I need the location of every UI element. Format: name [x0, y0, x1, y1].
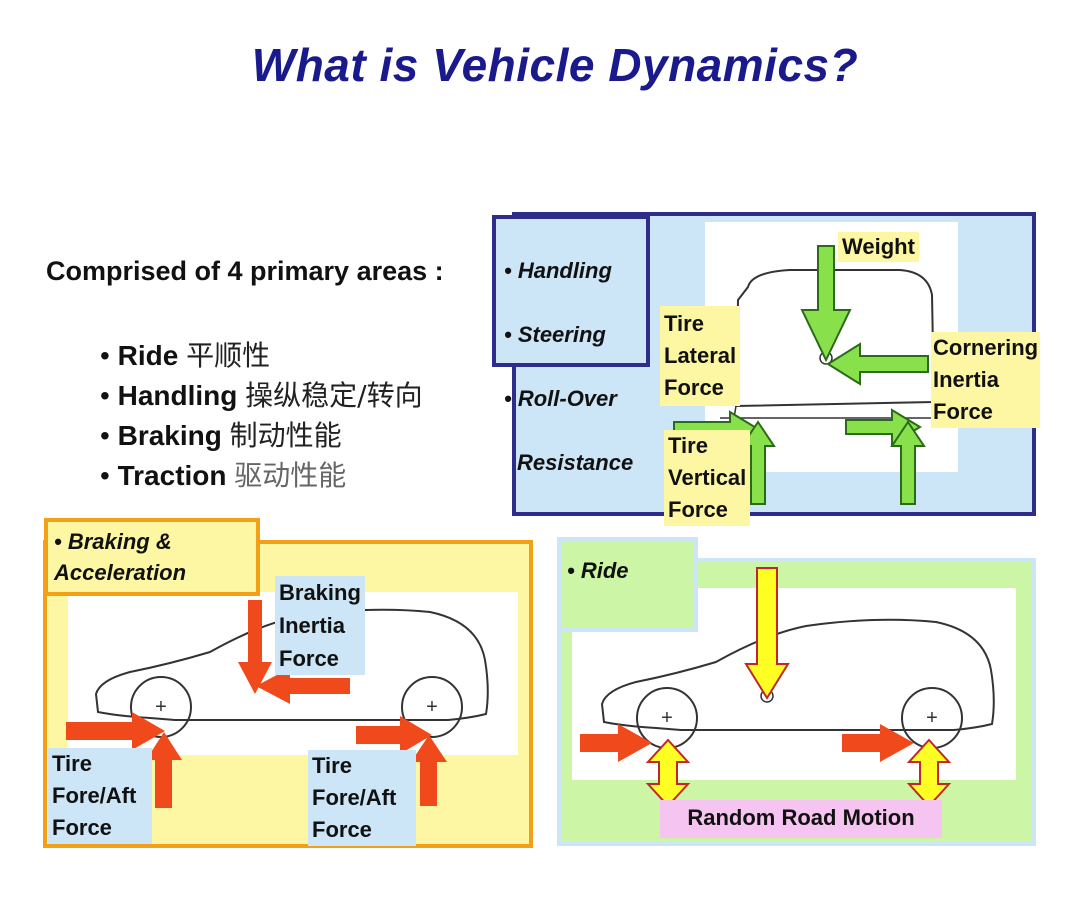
car-side-outline-ride — [600, 618, 995, 731]
braking-inertia-arrow-down — [238, 600, 272, 694]
cornering-inertia-arrow — [826, 342, 929, 386]
tire-fore-aft-arrow-right-v — [411, 735, 447, 806]
car-front-outline — [734, 269, 936, 408]
tire-fore-aft-label-right: Tire Fore/Aft Force — [308, 750, 416, 846]
braking-tag: • Braking & Acceleration — [44, 518, 260, 596]
svg-text:+: + — [426, 696, 438, 718]
areas-list: • Ride 平顺性 • Handling 操纵稳定/转向 • Braking … — [100, 336, 423, 496]
handling-tag-box: • Handling • Steering • Roll-Over Resist… — [492, 215, 650, 475]
tire-vertical-arrow-right — [890, 420, 926, 505]
ride-input-arrow-left — [580, 724, 652, 762]
braking-inertia-label: Braking Inertia Force — [275, 576, 365, 675]
tire-fore-aft-label-left: Tire Fore/Aft Force — [48, 748, 152, 844]
page-title: What is Vehicle Dynamics? — [251, 39, 859, 91]
tire-lateral-label: Tire Lateral Force — [660, 306, 741, 406]
weight-arrow — [800, 245, 852, 363]
intro-text: Comprised of 4 primary areas : — [46, 256, 444, 286]
ride-tag: • Ride — [557, 537, 698, 632]
ride-input-arrow-right — [842, 724, 914, 762]
body-vertical-arrow — [744, 567, 790, 700]
steering-tag: • Steering — [504, 322, 606, 347]
area-ride: • Ride 平顺性 — [100, 339, 271, 372]
area-handling: • Handling 操纵稳定/转向 — [100, 379, 423, 412]
area-traction: • Traction 驱动性能 — [100, 459, 347, 492]
svg-text:+: + — [926, 707, 938, 729]
tire-fore-aft-arrow-left-v — [146, 732, 182, 808]
resistance-tag: Resistance — [517, 450, 634, 475]
handling-tag: • Handling — [504, 258, 612, 283]
random-road-motion-label: Random Road Motion — [660, 800, 942, 838]
road-motion-arrow-left — [645, 738, 691, 808]
svg-text:+: + — [155, 696, 167, 718]
weight-label: Weight — [838, 232, 919, 263]
road-motion-arrow-right — [906, 738, 952, 808]
braking-inertia-arrow-left — [256, 668, 350, 704]
roll-over-tag: • Roll-Over — [504, 386, 617, 411]
area-braking: • Braking 制动性能 — [100, 419, 342, 452]
tire-fore-aft-arrow-right-h — [356, 716, 432, 754]
car-side-outline-braking — [94, 608, 489, 721]
tire-fore-aft-arrow-left-h — [66, 712, 165, 750]
tire-vertical-label: Tire Vertical Force — [664, 430, 751, 526]
cornering-inertia-label: Cornering Inertia Force — [931, 332, 1041, 428]
svg-text:+: + — [661, 707, 673, 729]
rear-wheel-braking — [401, 676, 463, 738]
